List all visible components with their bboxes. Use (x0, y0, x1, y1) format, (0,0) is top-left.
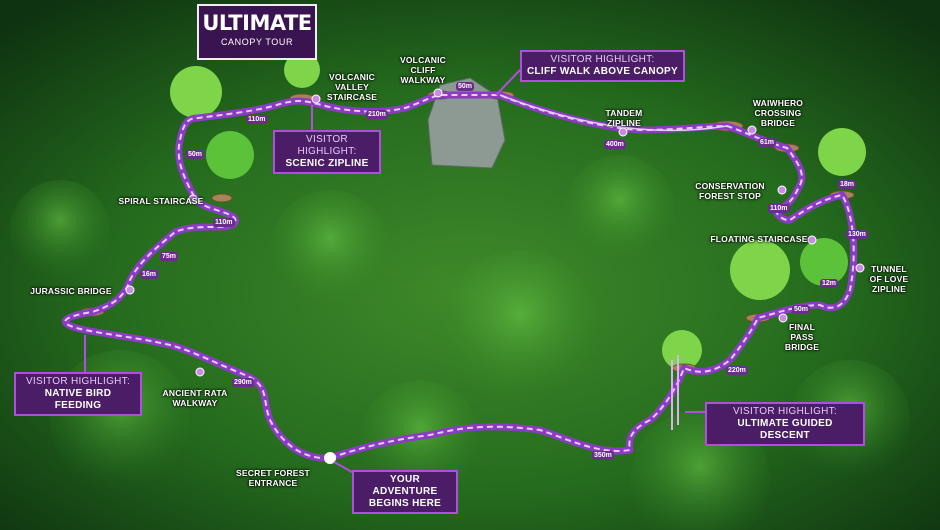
distance-110m-c: 110m (213, 218, 235, 227)
logo-title: ULTIMATE (202, 11, 312, 35)
place-tunnel-of-love-zipline: TUNNEL OF LOVE ZIPLINE (869, 264, 909, 294)
highlight-name: CLIFF WALK ABOVE CANOPY (527, 66, 678, 77)
highlight-guided-descent[interactable]: VISITOR HIGHLIGHT: ULTIMATE GUIDED DESCE… (705, 402, 865, 446)
distance-75m: 75m (160, 252, 179, 261)
tour-logo: ULTIMATE CANOPY TOUR (197, 4, 317, 60)
tandem-zipline-cable (499, 94, 728, 132)
distance-18m: 18m (838, 180, 857, 189)
start-marker[interactable] (324, 452, 336, 464)
place-ancient-rata-walkway: ANCIENT RATA WALKWAY (162, 388, 228, 408)
distance-210m: 210m (366, 110, 388, 119)
logo-subtitle: CANOPY TOUR (220, 37, 294, 47)
descent-cable (671, 355, 679, 430)
highlight-label: VISITOR HIGHLIGHT: (732, 406, 838, 417)
place-conservation-forest-stop: CONSERVATION FOREST STOP (695, 181, 765, 201)
distance-130m: 130m (846, 230, 868, 239)
distance-220m: 220m (726, 366, 748, 375)
highlight-leaders (84, 69, 705, 473)
distance-12m: 12m (820, 279, 839, 288)
place-secret-forest-entrance: SECRET FOREST ENTRANCE (236, 468, 310, 488)
place-final-pass-bridge: FINAL PASS BRIDGE (784, 322, 820, 352)
highlight-name: ULTIMATE GUIDED DESCENT (737, 418, 833, 441)
place-volcanic-cliff-walkway: VOLCANIC CLIFF WALKWAY (400, 55, 446, 85)
volcanic-rock (427, 77, 506, 169)
tour-route-dashes (64, 94, 855, 460)
distance-61m: 61m (758, 138, 777, 147)
highlight-scenic-zipline[interactable]: VISITOR HIGHLIGHT: SCENIC ZIPLINE (273, 130, 381, 174)
highlight-bird-feeding[interactable]: VISITOR HIGHLIGHT: NATIVE BIRD FEEDING (14, 372, 142, 416)
distance-50m-b: 50m (792, 305, 811, 314)
distance-110m-b: 110m (768, 204, 790, 213)
place-volcanic-valley-staircase: VOLCANIC VALLEY STAIRCASE (326, 72, 378, 102)
place-floating-staircase: FLOATING STAIRCASE (710, 234, 808, 244)
highlight-name: SCENIC ZIPLINE (285, 158, 369, 169)
stop-markers (125, 88, 865, 377)
distance-50m-cliff: 50m (456, 82, 475, 91)
distance-16m: 16m (140, 270, 159, 279)
highlight-label: VISITOR HIGHLIGHT: (550, 54, 655, 65)
highlight-name: NATIVE BIRD FEEDING (44, 388, 112, 411)
place-spiral-staircase: SPIRAL STAIRCASE (118, 196, 204, 206)
highlight-cliff-walk[interactable]: VISITOR HIGHLIGHT: CLIFF WALK ABOVE CANO… (520, 50, 685, 82)
place-waiwhero-crossing-bridge: WAIWHERO CROSSING BRIDGE (752, 98, 804, 128)
highlight-label: VISITOR HIGHLIGHT: (25, 376, 131, 387)
distance-350m: 350m (592, 451, 614, 460)
place-jurassic-bridge: JURASSIC BRIDGE (30, 286, 112, 296)
distance-110m-a: 110m (246, 115, 268, 124)
distance-290m: 290m (232, 378, 254, 387)
highlight-label: VISITOR HIGHLIGHT: (297, 134, 357, 157)
start-banner[interactable]: YOUR ADVENTURE BEGINS HERE (352, 470, 458, 514)
distance-400m: 400m (604, 140, 626, 149)
distance-50m-a: 50m (186, 150, 205, 159)
place-tandem-zipline: TANDEM ZIPLINE (605, 108, 643, 128)
